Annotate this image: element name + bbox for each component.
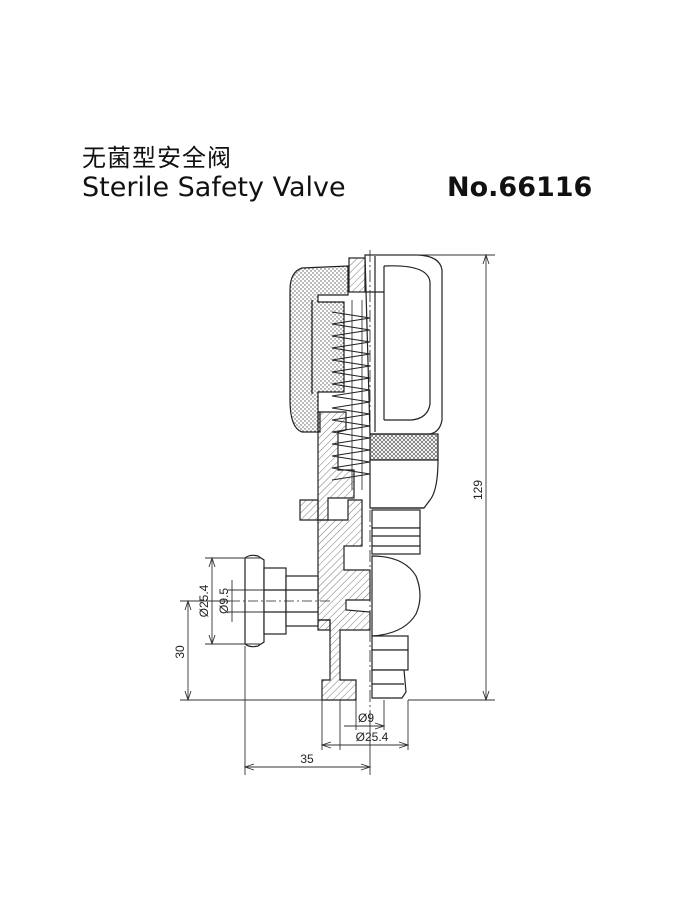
dimension-outlet-diameters — [320, 700, 410, 750]
dim-label-35: 35 — [300, 752, 314, 766]
valve-cap-exterior — [348, 254, 443, 435]
inlet-ferrule — [230, 554, 330, 648]
dim-label-outlet-outer: Ø25.4 — [356, 730, 389, 744]
title-english: Sterile Safety Valve — [82, 172, 346, 203]
dim-label-30: 30 — [173, 645, 187, 659]
title-chinese: 无菌型安全阀 — [82, 144, 232, 172]
model-number: No.66116 — [447, 172, 593, 203]
knurled-collar — [369, 433, 439, 461]
dimension-inlet-diameters — [205, 556, 264, 646]
valve-body-right — [369, 459, 439, 699]
dimension-inlet-height — [180, 599, 322, 702]
dimension-height-129 — [370, 253, 495, 702]
valve-cap-section — [289, 265, 349, 433]
dim-label-height: 129 — [471, 480, 485, 500]
valve-body-section — [299, 411, 371, 701]
valve-spring — [331, 300, 371, 490]
dimension-offset-35 — [243, 646, 372, 775]
dim-label-outlet-inner: Ø9 — [358, 711, 374, 725]
